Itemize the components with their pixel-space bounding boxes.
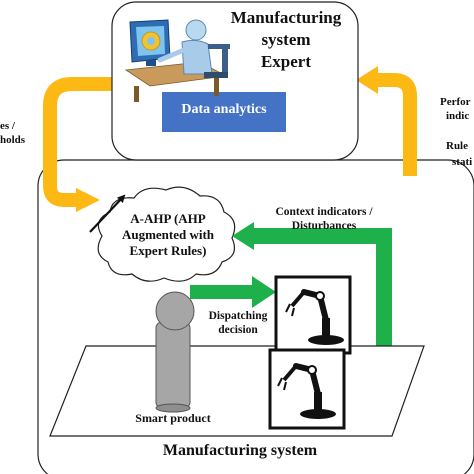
context-indicators-line1: Context indicators / (275, 206, 373, 218)
left-label-line2: holds (0, 134, 26, 146)
left-label-line1: es / (0, 120, 15, 132)
dispatching-arrowhead (252, 276, 276, 308)
shop-floor-plane (49, 345, 425, 437)
robot-arm-icon-top (274, 275, 352, 355)
performance-feedback-arrow-right (376, 73, 417, 176)
smart-product-label: Smart product (135, 411, 211, 425)
data-analytics-label: Data analytics (181, 102, 267, 117)
context-indicators-arrowhead (232, 222, 254, 250)
ahp-label-line1: A-AHP (AHP (130, 211, 206, 226)
expert-feedback-arrow-left (43, 77, 112, 207)
ahp-label-line2: Augmented with (121, 227, 215, 242)
ahp-cloud-shape (97, 186, 236, 282)
expert-title-line1: Manufacturing (230, 8, 342, 27)
expert-at-desk-icon (124, 19, 230, 102)
data-analytics-box (162, 92, 286, 132)
right-label-line2: indic (446, 110, 470, 122)
expert-feedback-arrowhead-left (76, 188, 100, 212)
ahp-label-line3: Expert Rules) (129, 243, 207, 258)
dispatching-decision-line1: Dispatching (208, 310, 268, 322)
right-label-line4: stati (452, 156, 473, 168)
performance-feedback-arrowhead-right (356, 66, 378, 94)
context-indicators-arrow (252, 228, 392, 372)
manufacturing-system-label: Manufacturing system (162, 442, 318, 459)
expert-title-line3: Expert (260, 52, 312, 71)
smart-product-figure (155, 291, 195, 413)
expert-title-line2: system (261, 30, 311, 49)
right-label-line3: Rule (446, 140, 468, 152)
context-indicators-line2: Disturbances (291, 220, 357, 232)
dispatching-arrow (190, 285, 254, 299)
dispatching-decision-line2: decision (218, 324, 258, 336)
robot-arm-icon-bottom (268, 348, 346, 430)
adjustment-arrow (89, 194, 126, 233)
right-label-line1: Perfor (440, 96, 471, 108)
